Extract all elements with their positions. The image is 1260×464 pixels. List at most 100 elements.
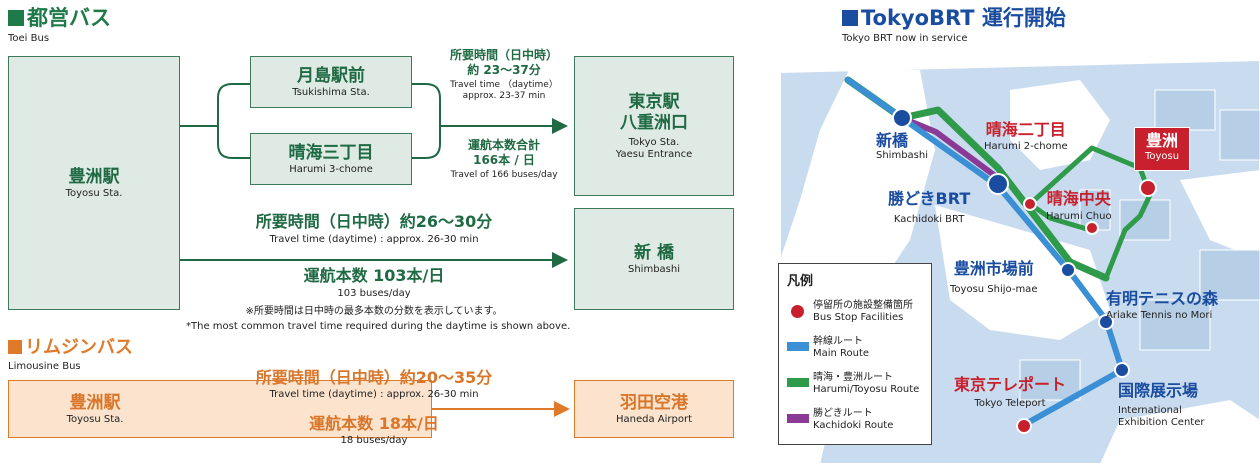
- tokyo-station-box: 東京駅 八重洲口 Tokyo Sta. Yaesu Entrance: [574, 56, 734, 196]
- legend-facilities-en: Bus Stop Facilities: [813, 312, 904, 323]
- legend-facilities-jp: 停留所の施設整備箇所: [813, 300, 913, 311]
- tokyo-time-en1: Travel time （daytime）: [450, 80, 558, 90]
- legend-item-harumi: 晴海・豊洲ルート Harumi/Toyosu Route: [787, 372, 919, 396]
- harumi3-stop-box: 晴海三丁目 Harumi 3-chome: [250, 133, 412, 185]
- main-route-swatch-icon: [787, 342, 809, 351]
- legend-harumi-jp: 晴海・豊洲ルート: [813, 372, 893, 383]
- shimbashi-map-jp: 新橋: [876, 131, 909, 150]
- tokyo-freq-jp1: 運航本数合計: [467, 138, 540, 152]
- map-label-shimbashi: 新橋 Shimbashi: [876, 132, 928, 162]
- limo-subtitle: Limousine Bus: [8, 361, 81, 372]
- ariake-map-jp: 有明テニスの森: [1106, 289, 1219, 308]
- kokusai-map-jp: 国際展示場: [1118, 381, 1199, 400]
- brt-stops: [892, 108, 1157, 434]
- map-label-harumichuo: 晴海中央 Harumi Chuo: [1046, 190, 1112, 223]
- tokyo-route-time: 所要時間（日中時） 約 23～37分 Travel time （daytime）…: [442, 48, 566, 102]
- haneda-freq-en: 18 buses/day: [340, 435, 408, 446]
- harumi2-map-en: Harumi 2-chome: [984, 141, 1068, 152]
- brt-title-text: TokyoBRT 運行開始: [861, 6, 1066, 30]
- teleport-map-en: Tokyo Teleport: [974, 398, 1046, 409]
- harumi3-en: Harumi 3-chome: [289, 164, 373, 175]
- stop-shijomae-icon: [1060, 262, 1076, 278]
- note-en: *The most common travel time required du…: [186, 321, 571, 332]
- shimbashi-time-en: Travel time (daytime) : approx. 26-30 mi…: [269, 234, 479, 245]
- harumi2-map-jp: 晴海二丁目: [985, 120, 1066, 139]
- legend-main-en: Main Route: [813, 348, 870, 359]
- toei-title-text: 都営バス: [27, 6, 111, 30]
- shimbashi-time-jp: 所要時間（日中時）約26～30分: [255, 212, 493, 231]
- legend-item-kachidoki: 勝どきルート Kachidoki Route: [787, 408, 893, 432]
- toyosu-map-en: Toyosu: [1144, 151, 1180, 162]
- teleport-map-jp: 東京テレポート: [954, 375, 1067, 394]
- haneda-time-en: Travel time (daytime) : approx. 26-30 mi…: [269, 389, 479, 400]
- haneda-route-freq: 運航本数 18本/日 18 buses/day: [186, 414, 562, 447]
- tokyo-freq-en: Travel of 166 buses/day: [450, 170, 558, 180]
- kachidoki-map-en: Kachidoki BRT: [893, 214, 965, 225]
- legend-harumi-en: Harumi/Toyosu Route: [813, 384, 920, 395]
- stop-kachidoki-icon: [987, 173, 1009, 195]
- tokyo-freq-jp2: 166本 / 日: [473, 153, 535, 167]
- tokyo-en1: Tokyo Sta.: [628, 136, 680, 148]
- harumichuo-map-en: Harumi Chuo: [1046, 211, 1112, 222]
- shimbashi-freq-en: 103 buses/day: [337, 288, 411, 299]
- haneda-box: 羽田空港 Haneda Airport: [574, 380, 734, 438]
- brt-title: TokyoBRT 運行開始: [842, 6, 1066, 30]
- map-label-kachidoki: 勝どきBRT Kachidoki BRT: [888, 190, 970, 226]
- stop-kokusai-icon: [1114, 362, 1130, 378]
- kokusai-map-en1: International: [1118, 405, 1182, 416]
- tokyo-jp2: 八重洲口: [620, 112, 688, 133]
- toei-square-icon: [8, 10, 24, 26]
- haneda-en: Haneda Airport: [615, 414, 693, 425]
- shimbashi-route-freq: 運航本数 103本/日 103 buses/day: [186, 266, 562, 300]
- tokyo-time-en2: approx. 23-37 min: [462, 91, 546, 101]
- legend-kachidoki-jp: 勝どきルート: [813, 408, 873, 419]
- tsukishima-stop-box: 月島駅前 Tsukishima Sta.: [250, 56, 412, 108]
- note-jp: ※所要時間は日中時の最多本数の分数を表示しています。: [245, 306, 503, 317]
- harumi3-jp: 晴海三丁目: [288, 143, 374, 163]
- tokyo-time-jp1: 所要時間（日中時）: [449, 48, 558, 62]
- shimbashi-route-time: 所要時間（日中時）約26～30分 Travel time (daytime) :…: [186, 212, 562, 246]
- tsukishima-en: Tsukishima Sta.: [292, 87, 370, 98]
- shimbashi-en: Shimbashi: [627, 264, 680, 275]
- map-label-teleport: 東京テレポート Tokyo Teleport: [954, 376, 1066, 410]
- haneda-time-jp: 所要時間（日中時）約20～35分: [255, 368, 493, 387]
- legend-main-jp: 幹線ルート: [813, 336, 863, 347]
- haneda-route-time: 所要時間（日中時）約20～35分 Travel time (daytime) :…: [186, 368, 562, 401]
- shimbashi-jp: 新 橋: [634, 243, 674, 263]
- legend-title: 凡例: [787, 274, 814, 289]
- route-connectors: [180, 83, 570, 417]
- toyosu-jp: 豊洲駅: [68, 167, 120, 187]
- haneda-jp: 羽田空港: [620, 393, 688, 413]
- shimbashi-freq-jp: 運航本数 103本/日: [303, 266, 445, 285]
- tokyo-en2: Yaesu Entrance: [615, 148, 693, 160]
- brt-square-icon: [842, 10, 858, 26]
- toyosu-map-jp: 豊洲: [1145, 131, 1178, 150]
- tokyo-jp1: 東京駅: [628, 91, 680, 112]
- tokyo-time-jp2: 約 23～37分: [467, 63, 541, 77]
- tsukishima-jp: 月島駅前: [297, 66, 365, 86]
- toei-title: 都営バス: [8, 6, 111, 30]
- legend-item-main: 幹線ルート Main Route: [787, 336, 869, 360]
- shimbashi-map-en: Shimbashi: [876, 150, 929, 161]
- map-label-toyosu: 豊洲 Toyosu: [1134, 127, 1190, 171]
- legend-kachidoki-en: Kachidoki Route: [813, 420, 894, 431]
- map-legend: 凡例 停留所の施設整備箇所 Bus Stop Facilities 幹線ルート …: [778, 263, 932, 445]
- facility-harumi2-icon: [1023, 197, 1037, 211]
- toei-subtitle: Toei Bus: [8, 33, 50, 44]
- facility-teleport-icon: [1016, 418, 1032, 434]
- toyosu-station-box: 豊洲駅 Toyosu Sta.: [8, 56, 180, 310]
- kachidoki-route-swatch-icon: [787, 414, 809, 423]
- toyosu-limo-label: 豊洲駅 Toyosu Sta.: [9, 381, 181, 437]
- toyosu-limo-jp: 豊洲駅: [69, 393, 121, 413]
- limo-title: リムジンバス: [8, 336, 133, 360]
- stop-shimbashi-icon: [892, 108, 912, 128]
- toyosu-limo-box: 豊洲駅 Toyosu Sta.: [8, 380, 432, 438]
- ariake-map-en: Ariake Tennis no Mori: [1106, 310, 1213, 321]
- legend-item-facilities: 停留所の施設整備箇所 Bus Stop Facilities: [787, 300, 913, 324]
- shijomae-map-en: Toyosu Shijo-mae: [950, 284, 1038, 295]
- map-label-harumi2: 晴海二丁目 Harumi 2-chome: [984, 121, 1068, 153]
- map-label-kokusai: 国際展示場 International Exhibition Center: [1118, 382, 1204, 429]
- toyosu-limo-en: Toyosu Sta.: [66, 414, 124, 425]
- travel-time-note: ※所要時間は日中時の最多本数の分数を表示しています。 *The most com…: [186, 305, 571, 333]
- brt-subtitle: Tokyo BRT now in service: [842, 33, 968, 44]
